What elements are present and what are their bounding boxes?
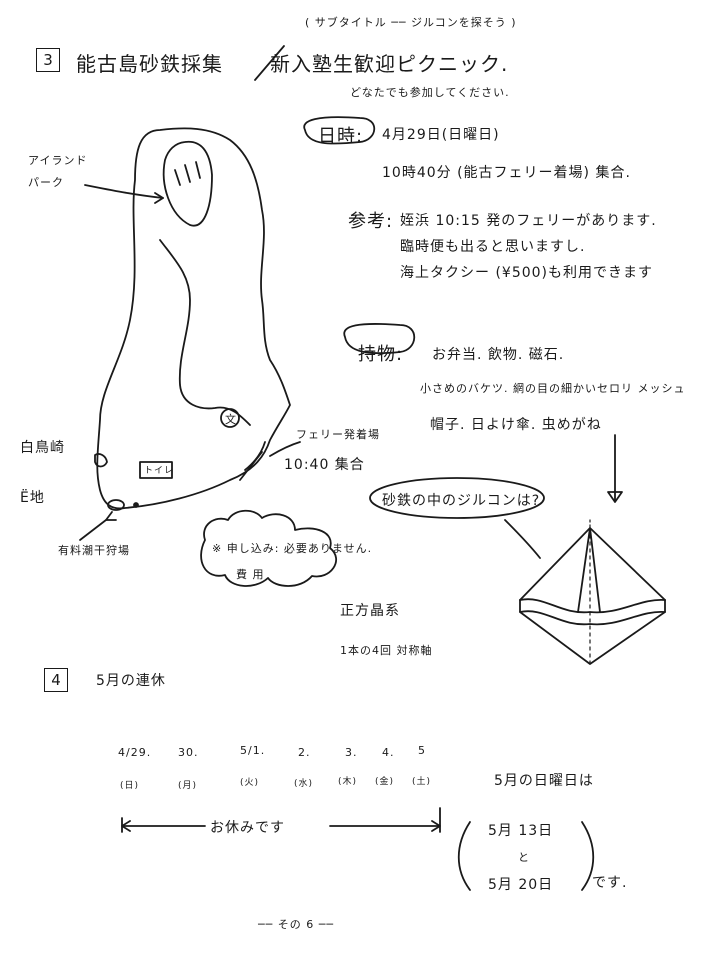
tide-pool-mark	[107, 499, 125, 511]
sunday-suffix: です.	[592, 875, 628, 891]
zircon-crystal	[519, 519, 666, 665]
items-label: 持物:	[358, 344, 404, 365]
page-title: 新入塾生歓迎ピクニック.	[270, 52, 509, 76]
island-outline	[96, 127, 291, 510]
sunday-conj: と	[518, 851, 530, 864]
park-hatching	[174, 161, 201, 186]
section-4-title: 5月の連休	[96, 673, 166, 689]
reference-label: 参考:	[348, 211, 394, 232]
island-inner-road	[159, 239, 251, 426]
park-arrow-line	[84, 184, 164, 199]
fee-label: 費 用	[236, 568, 265, 581]
date-label: 日時:	[318, 126, 364, 147]
reference-line-3: 海上タクシー (¥500)も利用できます	[400, 265, 654, 281]
school-circle	[220, 408, 240, 428]
map-label-island-park: アイランド パーク	[28, 154, 88, 189]
pier-road	[239, 451, 263, 481]
section-4-number: 4	[44, 668, 68, 692]
tide-pool-arrow-head	[105, 511, 117, 521]
section-3-number: 3	[36, 48, 60, 72]
items-line-3: 帽子. 日よけ傘. 虫めがね	[430, 417, 602, 433]
subtitle: ( サブタイトル ── ジルコンを探そう )	[305, 16, 517, 29]
title-strike-line	[254, 45, 285, 81]
holiday-arrow-right-head	[431, 820, 441, 832]
day-sat: (土)	[412, 777, 432, 787]
day-mon: (月)	[178, 781, 198, 791]
map-label-ferry-pier: フェリー発着場	[296, 428, 380, 441]
day-sun: (日)	[120, 781, 140, 791]
holiday-arrow-left-head	[121, 820, 131, 832]
date-5-4: 4.	[382, 746, 395, 759]
pier-arrow-line	[269, 441, 301, 457]
items-down-arrow-head	[607, 491, 623, 503]
question-arrow-line	[504, 519, 541, 559]
map-label-campsite: Ë地	[20, 490, 45, 506]
day-tue: (火)	[240, 778, 260, 788]
sunday-bracket-right	[581, 821, 595, 891]
toilet-box	[139, 461, 173, 479]
title-prefix: 能古島砂鉄採集	[76, 52, 223, 76]
section-3-heading: 3	[36, 48, 60, 72]
day-fri: (金)	[375, 777, 395, 787]
date-4-29: 4/29.	[118, 746, 152, 759]
sunday-heading: 5月の日曜日は	[494, 773, 594, 789]
section-4-heading: 4	[44, 668, 68, 692]
invite-text: どなたでも参加してください.	[350, 86, 510, 99]
page-number: ── その 6 ──	[258, 918, 334, 931]
date-5-3: 3.	[345, 746, 358, 759]
items-line-1: お弁当. 飲物. 磁石.	[432, 347, 565, 363]
reference-line-1: 姪浜 10:15 発のフェリーがあります.	[400, 213, 657, 229]
holiday-label: お休みです	[210, 820, 285, 836]
toilet-dot	[133, 502, 139, 508]
zircon-question: 砂鉄の中のジルコンは?	[382, 493, 541, 509]
map-label-meet-point: 10:40 集合	[284, 457, 365, 473]
shirotori-mark	[94, 453, 108, 468]
symmetry-axis: 1本の4回 対称軸	[340, 644, 433, 657]
date-label-border	[303, 116, 376, 145]
day-wed: (水)	[294, 779, 314, 789]
items-line-2: 小さめのバケツ. 網の目の細かいセロリ メッシュ	[420, 382, 686, 395]
map-label-toilet: トイレ	[144, 466, 175, 476]
day-thu: (木)	[338, 777, 358, 787]
park-arrow-head	[154, 192, 164, 204]
date-5-5: 5	[418, 744, 426, 757]
sunday-bracket-left	[457, 821, 471, 891]
date-4-30: 30.	[178, 746, 199, 759]
map-label-tide-pool: 有料潮干狩場	[58, 544, 130, 557]
date-5-1: 5/1.	[240, 744, 266, 757]
map-school-mark: 文	[225, 413, 237, 426]
date-value: 4月29日(日曜日)	[382, 127, 500, 143]
application-note: ※ 申し込み: 必要ありません.	[212, 542, 373, 555]
date-5-2: 2.	[298, 746, 311, 759]
reference-line-2: 臨時便も出ると思いますし.	[400, 239, 586, 255]
map-label-shirotori: 白鳥崎	[20, 440, 65, 456]
sunday-1: 5月 13日	[488, 823, 554, 839]
question-oval	[369, 477, 545, 519]
crystal-system: 正方晶系	[340, 603, 400, 619]
island-park-outline	[162, 140, 213, 227]
items-label-border	[343, 323, 416, 355]
sunday-2: 5月 20日	[488, 877, 554, 893]
tide-pool-arrow-line	[79, 519, 107, 541]
meet-time: 10時40分 (能古フェリー着場) 集合.	[382, 165, 631, 181]
application-cloud	[200, 509, 337, 587]
